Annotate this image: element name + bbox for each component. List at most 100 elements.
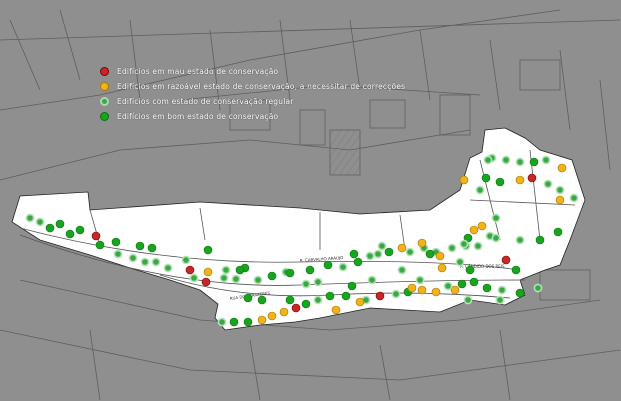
building-marker-regular xyxy=(338,262,348,272)
building-marker-regular xyxy=(231,274,241,284)
building-marker-good xyxy=(323,260,333,270)
building-marker-regular xyxy=(405,247,415,257)
building-marker-regular xyxy=(533,283,543,293)
building-marker-regular xyxy=(447,243,457,253)
building-marker-regular xyxy=(35,217,45,227)
building-marker-regular xyxy=(391,289,401,299)
building-marker-good xyxy=(243,293,253,303)
building-marker-regular xyxy=(151,257,161,267)
building-marker-reasonable xyxy=(279,307,289,317)
building-marker-bad xyxy=(201,277,211,287)
legend-item-reasonable: Edifícios em razoável estado de conserva… xyxy=(100,79,405,94)
building-marker-regular xyxy=(443,281,453,291)
building-marker-regular xyxy=(555,185,565,195)
building-marker-good xyxy=(482,283,492,293)
building-marker-regular xyxy=(373,249,383,259)
building-marker-regular xyxy=(483,155,493,165)
building-marker-regular xyxy=(128,253,138,263)
building-marker-good xyxy=(481,173,491,183)
building-marker-good xyxy=(305,265,315,275)
yellow-marker-icon xyxy=(100,82,109,91)
building-marker-regular xyxy=(463,295,473,305)
building-marker-reasonable xyxy=(355,297,365,307)
building-marker-regular xyxy=(515,235,525,245)
building-marker-regular xyxy=(221,265,231,275)
building-marker-reasonable xyxy=(417,285,427,295)
building-marker-regular xyxy=(377,241,387,251)
green-ringed-marker-icon xyxy=(100,97,109,106)
building-marker-reasonable xyxy=(435,251,445,261)
street-label-3: R. CÂNDIDO DOS REIS xyxy=(460,264,505,269)
building-marker-regular xyxy=(543,179,553,189)
building-marker-good xyxy=(469,277,479,287)
legend-label: Edifícios em bom estado de conservação xyxy=(117,112,279,121)
building-marker-regular xyxy=(397,265,407,275)
building-marker-good xyxy=(384,247,394,257)
building-marker-reasonable xyxy=(267,311,277,321)
building-marker-good xyxy=(45,223,55,233)
legend-label: Edifícios em razoável estado de conserva… xyxy=(117,82,406,91)
legend-label: Edifícios com estado de conservação regu… xyxy=(117,97,294,106)
building-marker-regular xyxy=(367,275,377,285)
building-marker-regular xyxy=(515,157,525,167)
map-legend: Edifícios em mau estado de conservação E… xyxy=(100,64,405,124)
building-marker-regular xyxy=(217,317,227,327)
building-marker-good xyxy=(95,240,105,250)
building-marker-regular xyxy=(497,285,507,295)
building-marker-reasonable xyxy=(257,315,267,325)
building-marker-good xyxy=(203,245,213,255)
building-marker-reasonable xyxy=(407,283,417,293)
building-marker-bad xyxy=(375,291,385,301)
building-marker-regular xyxy=(253,275,263,285)
building-marker-regular xyxy=(475,185,485,195)
building-marker-bad xyxy=(91,231,101,241)
building-marker-reasonable xyxy=(515,175,525,185)
building-marker-regular xyxy=(365,251,375,261)
building-marker-regular xyxy=(491,233,501,243)
legend-item-regular: Edifícios com estado de conservação regu… xyxy=(100,94,405,109)
building-marker-good xyxy=(529,157,539,167)
building-marker-good xyxy=(135,241,145,251)
building-marker-good xyxy=(285,268,295,278)
building-marker-good xyxy=(515,288,525,298)
building-marker-regular xyxy=(501,155,511,165)
building-marker-bad xyxy=(291,303,301,313)
building-marker-reasonable xyxy=(397,243,407,253)
street-label-2: R. CARVALHO ARAÚJO xyxy=(300,255,344,263)
building-marker-good xyxy=(243,317,253,327)
legend-item-good: Edifícios em bom estado de conservação xyxy=(100,109,405,124)
building-marker-good xyxy=(65,229,75,239)
building-marker-regular xyxy=(181,255,191,265)
building-marker-good xyxy=(463,233,473,243)
building-marker-reasonable xyxy=(555,195,565,205)
building-marker-good xyxy=(511,265,521,275)
building-marker-regular xyxy=(113,249,123,259)
green-marker-icon xyxy=(100,112,109,121)
red-marker-icon xyxy=(100,67,109,76)
building-marker-regular xyxy=(313,295,323,305)
building-marker-bad xyxy=(501,255,511,265)
building-marker-good xyxy=(465,265,475,275)
building-marker-reasonable xyxy=(557,163,567,173)
survey-zone xyxy=(11,127,586,331)
building-marker-bad xyxy=(527,173,537,183)
building-marker-good xyxy=(267,271,277,281)
building-marker-good xyxy=(535,235,545,245)
building-marker-regular xyxy=(415,275,425,285)
building-marker-bad xyxy=(185,265,195,275)
building-marker-reasonable xyxy=(459,175,469,185)
building-marker-reasonable xyxy=(203,267,213,277)
building-marker-good xyxy=(147,243,157,253)
building-marker-regular xyxy=(313,277,323,287)
building-marker-good xyxy=(257,295,267,305)
building-marker-regular xyxy=(25,213,35,223)
building-marker-good xyxy=(325,291,335,301)
building-marker-good xyxy=(301,299,311,309)
building-marker-reasonable xyxy=(469,225,479,235)
building-marker-regular xyxy=(219,273,229,283)
building-marker-good xyxy=(55,219,65,229)
building-marker-good xyxy=(285,295,295,305)
building-marker-good xyxy=(553,227,563,237)
